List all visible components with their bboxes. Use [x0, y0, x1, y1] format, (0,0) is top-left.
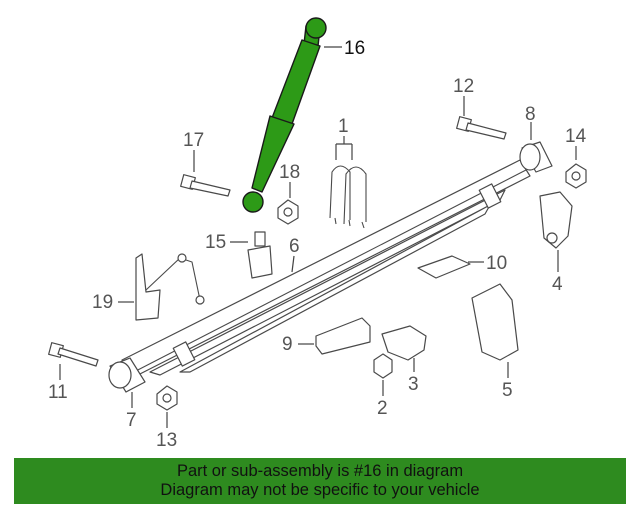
- bolt-12[interactable]: [456, 116, 507, 140]
- hanger-bracket-5[interactable]: [471, 283, 519, 361]
- bolt-11[interactable]: [48, 342, 99, 367]
- callout-15: 15: [205, 232, 226, 253]
- banner-line-1: Part or sub-assembly is #16 in diagram: [176, 462, 464, 480]
- banner-line-2: Diagram may not be specific to your vehi…: [160, 481, 480, 499]
- callout-11: 11: [48, 382, 68, 403]
- nut-14[interactable]: [565, 163, 587, 189]
- callout-7: 7: [126, 410, 137, 431]
- u-bolts[interactable]: [329, 165, 367, 229]
- jounce-bumper[interactable]: [247, 231, 273, 279]
- rear-spring-eye-bushing[interactable]: [519, 141, 553, 173]
- callout-5: 5: [502, 380, 513, 401]
- callout-14: 14: [565, 126, 587, 147]
- front-spring-eye[interactable]: [108, 357, 146, 393]
- bracket-19[interactable]: [135, 253, 205, 321]
- callout-2: 2: [377, 398, 388, 419]
- callout-8: 8: [525, 104, 536, 125]
- parts-diagram: 1 2 3 4 5 6 7 8 9 10 11 12 13 14 15 16 1…: [48, 17, 587, 451]
- callout-18: 18: [279, 162, 300, 183]
- callout-6: 6: [289, 236, 300, 257]
- callout-10: 10: [486, 253, 507, 274]
- callout-3: 3: [408, 374, 419, 395]
- callout-labels: 1 2 3 4 5 6 7 8 9 10 11 12 13 14 15 16 1…: [48, 38, 587, 451]
- bolt-17[interactable]: [180, 174, 231, 197]
- nut-13[interactable]: [156, 385, 178, 411]
- leader-lines: [59, 46, 577, 428]
- spring-seat-3[interactable]: [381, 325, 427, 361]
- callout-1: 1: [338, 116, 349, 137]
- callout-9: 9: [282, 334, 293, 355]
- spacer-9[interactable]: [315, 317, 371, 355]
- callout-12: 12: [453, 76, 474, 97]
- leaf-spring[interactable]: [121, 159, 531, 379]
- info-banner: Part or sub-assembly is #16 in diagram D…: [14, 458, 626, 504]
- callout-16: 16: [344, 38, 365, 59]
- nut-2[interactable]: [373, 353, 393, 379]
- callout-4: 4: [552, 274, 563, 295]
- shackle-4[interactable]: [539, 191, 573, 249]
- plate-10[interactable]: [417, 255, 471, 279]
- nut-18[interactable]: [277, 199, 299, 225]
- callout-19: 19: [92, 292, 113, 313]
- callout-17: 17: [183, 130, 204, 151]
- callout-13: 13: [156, 430, 177, 451]
- shock-absorber[interactable]: [242, 17, 327, 213]
